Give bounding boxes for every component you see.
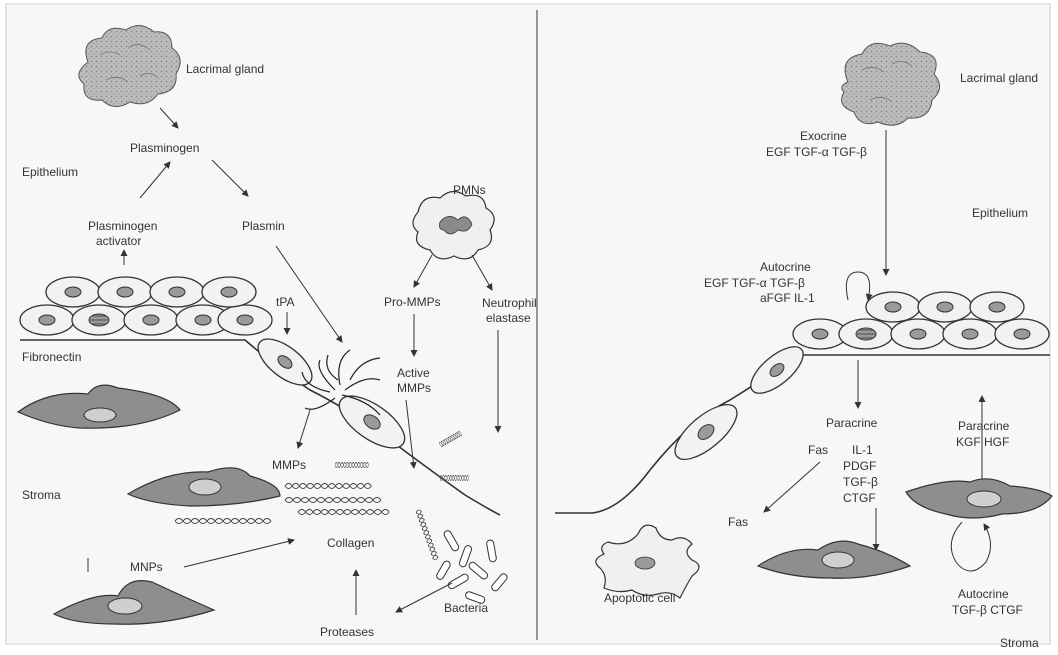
paracrine-left-factor-4: CTGF: [843, 491, 876, 505]
mmps-label: MMPs: [272, 458, 306, 472]
active-mmps-label-line2: MMPs: [397, 381, 431, 395]
collagen-label: Collagen: [327, 536, 374, 550]
neutrophil-elastase-label-line1: Neutrophil: [482, 296, 537, 310]
active-mmps-label-line1: Active: [397, 366, 430, 380]
tpa-label: tPA: [276, 295, 294, 309]
pmn-cell-icon: [413, 191, 494, 258]
paracrine-left-factor-2: PDGF: [843, 459, 876, 473]
exocrine-factors-label: EGF TGF-α TGF-β: [766, 145, 867, 159]
left-stroma-label: Stroma: [22, 488, 61, 502]
plasminogen-activator-label-line1: Plasminogen: [88, 219, 157, 233]
right-stroma-label: Stroma: [1000, 636, 1039, 650]
apoptotic-cell-label: Apoptotic cell: [604, 591, 675, 605]
plasminogen-label: Plasminogen: [130, 141, 199, 155]
autocrine-top-factors-line1: EGF TGF-α TGF-β: [704, 276, 805, 290]
autocrine-bottom-label: Autocrine: [958, 587, 1009, 601]
paracrine-right-label: Paracrine: [958, 419, 1010, 433]
proteases-label: Proteases: [320, 625, 374, 639]
pro-mmps-label: Pro-MMPs: [384, 295, 441, 309]
paracrine-left-label: Paracrine: [826, 416, 878, 430]
autocrine-top-factors-line2: aFGF IL-1: [760, 291, 815, 305]
bacteria-label: Bacteria: [444, 601, 488, 615]
left-epithelium-label: Epithelium: [22, 165, 78, 179]
mnps-label: MNPs: [130, 560, 163, 574]
right-lacrimal-gland-icon: [842, 43, 940, 125]
neutrophil-elastase-label-line2: elastase: [486, 311, 531, 325]
paracrine-left-factor-1: IL-1: [852, 443, 873, 457]
fas-top-label: Fas: [808, 443, 828, 457]
autocrine-bottom-factors-label: TGF-β CTGF: [952, 603, 1023, 617]
fas-bottom-label: Fas: [728, 515, 748, 529]
pmns-label: PMNs: [453, 183, 486, 197]
plasminogen-activator-label-line2: activator: [96, 234, 141, 248]
exocrine-label: Exocrine: [800, 129, 847, 143]
right-epithelium-label: Epithelium: [972, 206, 1028, 220]
left-lacrimal-gland-label: Lacrimal gland: [186, 62, 264, 76]
left-epithelial-layer: [20, 277, 272, 335]
fibronectin-label: Fibronectin: [22, 350, 81, 364]
right-lacrimal-gland-label: Lacrimal gland: [960, 71, 1038, 85]
paracrine-left-factor-3: TGF-β: [843, 475, 878, 489]
plasmin-label: Plasmin: [242, 219, 285, 233]
paracrine-right-factors-label: KGF HGF: [956, 435, 1009, 449]
autocrine-top-label: Autocrine: [760, 260, 811, 274]
